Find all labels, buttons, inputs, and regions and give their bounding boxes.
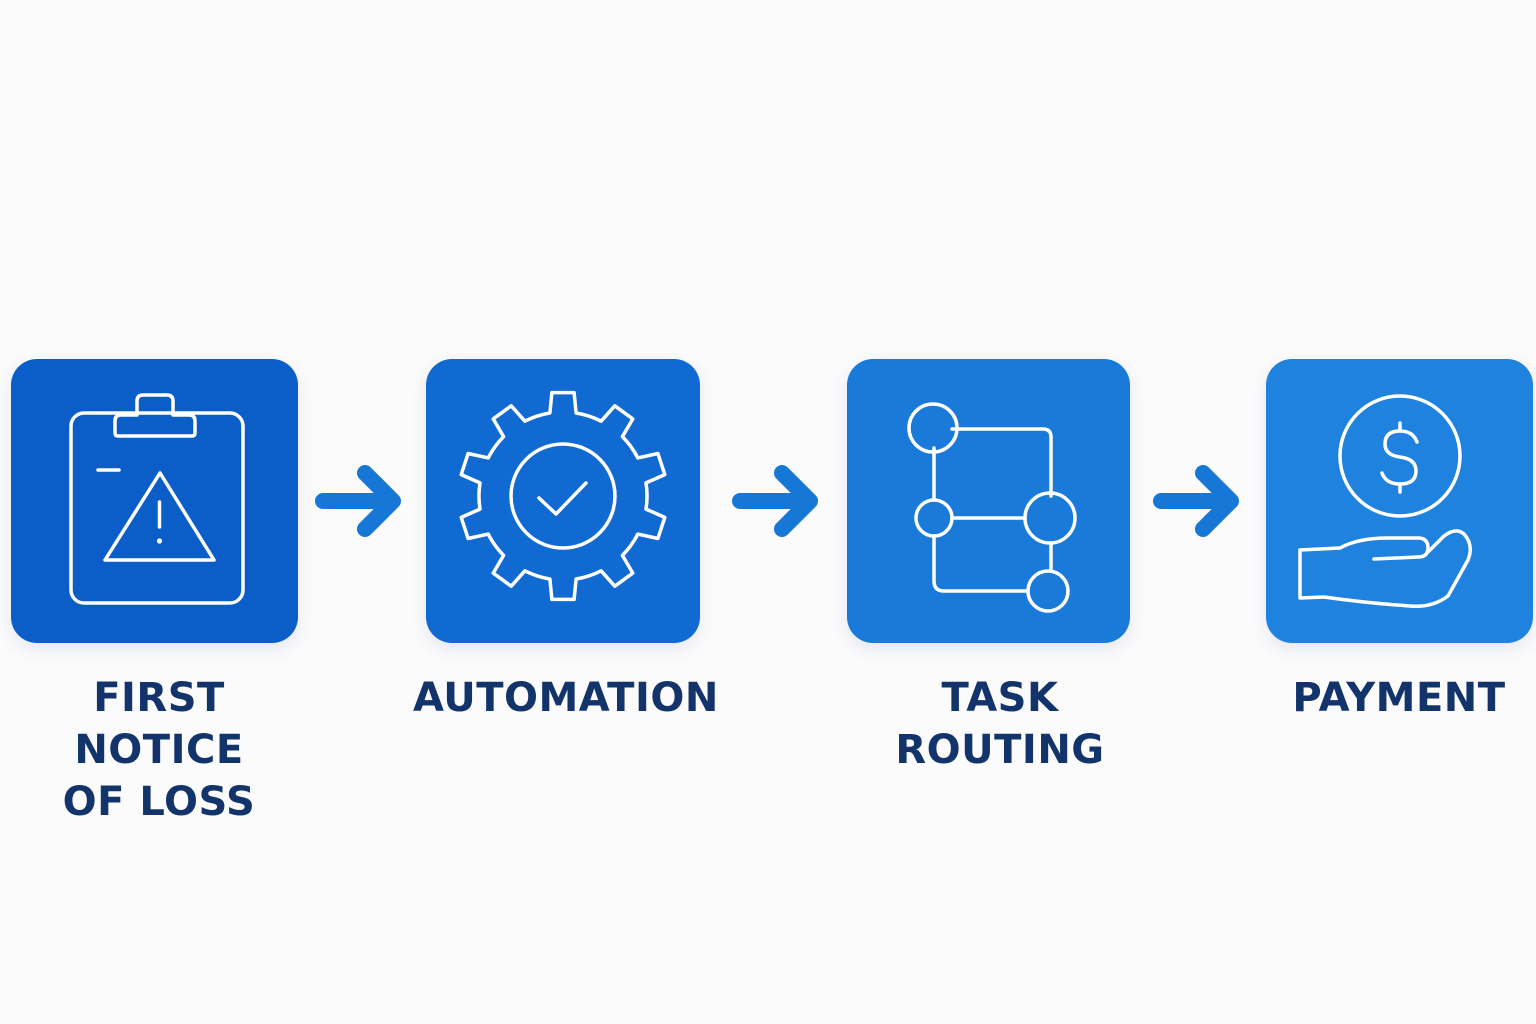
step-tile-payment (1266, 359, 1533, 643)
arrow-right-icon (313, 459, 405, 543)
step-label-task-routing: TASK ROUTING (895, 675, 1105, 773)
step-label-payment: PAYMENT (1292, 675, 1506, 721)
clipboard-warning-icon (11, 359, 298, 643)
step-tile-first-notice-of-loss (11, 359, 298, 643)
routing-nodes-icon (847, 359, 1130, 643)
step-label-automation: AUTOMATION (413, 675, 719, 721)
arrow-right-icon (1151, 459, 1243, 543)
step-tile-task-routing (847, 359, 1130, 643)
step-label-first-notice-of-loss: FIRST NOTICE OF LOSS (62, 675, 256, 825)
gear-check-icon (426, 359, 700, 643)
arrow-right-icon (730, 459, 822, 543)
hand-dollar-coin-icon (1266, 359, 1533, 643)
step-tile-automation (426, 359, 700, 643)
